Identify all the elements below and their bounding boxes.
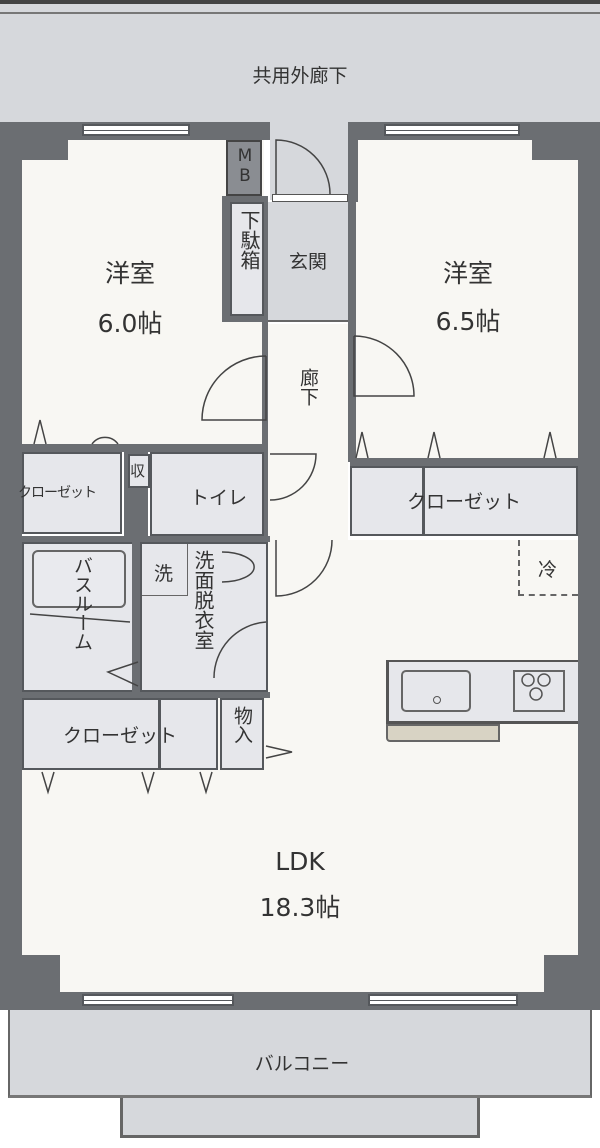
meter-box: MB	[226, 140, 262, 196]
closet-right: クローゼット	[350, 466, 578, 536]
pillar-bottom-right	[544, 955, 578, 995]
left-room-door-icon	[201, 355, 267, 421]
balcony-bottom	[120, 1098, 480, 1138]
window-top-right	[384, 124, 520, 136]
closet-left-label: クローゼット	[18, 485, 97, 501]
window-top-left	[82, 124, 190, 136]
bath-wall	[132, 542, 140, 692]
storeroom: 物入	[220, 698, 264, 770]
small-storage: 収	[128, 454, 150, 488]
ldk-door-icon	[275, 539, 333, 597]
sink	[401, 670, 471, 712]
storeroom-label: 物入	[231, 706, 253, 744]
washer-space	[142, 544, 188, 596]
window-bottom-right	[368, 994, 518, 1006]
western-room-right-size: 6.5帖	[435, 307, 501, 336]
pillar-bottom-left	[22, 955, 60, 995]
corridor-label: 共用外廊下	[252, 65, 348, 87]
closet-bottom-label: クローゼット	[62, 725, 177, 747]
fridge-space: 冷	[518, 540, 578, 596]
small-storage-label: 収	[130, 462, 146, 480]
balcony-label: バルコニー	[254, 1053, 350, 1075]
entrance-wall-right	[348, 122, 358, 202]
kitchen-bar	[386, 724, 500, 742]
closet-bottom: クローゼット	[22, 698, 218, 770]
ldk-name: LDK	[275, 847, 325, 876]
hallway-wall-right	[348, 200, 356, 462]
washroom: 洗 洗面脱衣室	[140, 542, 268, 692]
entrance-label: 玄関	[288, 251, 327, 273]
pillar-top-right	[532, 140, 578, 160]
toilet-door-icon	[269, 453, 317, 501]
wall-mid-right	[350, 458, 578, 466]
ldk-size: 18.3帖	[259, 893, 341, 922]
western-room-right-name: 洋室	[442, 259, 493, 288]
fridge-label: 冷	[538, 559, 558, 581]
balcony: バルコニー	[8, 1010, 592, 1098]
common-corridor: 共用外廊下	[0, 0, 600, 122]
outer-wall-right	[578, 122, 600, 1010]
kitchen-counter	[386, 660, 578, 724]
bathtub	[32, 550, 126, 608]
closet-bottom-wall	[22, 692, 270, 698]
outer-wall-left	[0, 122, 22, 1010]
shoe-box: 下駄箱	[230, 202, 264, 316]
western-room-left-name: 洋室	[104, 259, 155, 288]
hallway	[268, 324, 348, 540]
closet-left: クローゼット	[18, 452, 122, 534]
closet-right-label: クローゼット	[406, 491, 521, 513]
pillar-top-left	[22, 140, 68, 160]
toilet: トイレ	[150, 452, 264, 536]
wall-mid-left	[22, 444, 266, 452]
shoe-box-label: 下駄箱	[237, 210, 261, 270]
meter-box-label: MB	[235, 146, 255, 186]
entrance: 玄関	[268, 202, 348, 322]
bathroom: バスルーム	[22, 542, 136, 692]
front-door-icon	[275, 139, 331, 195]
wet-area-wall	[22, 536, 270, 542]
washroom-label: 洗面脱衣室	[191, 550, 215, 650]
closet-fold-door-icon	[33, 419, 47, 445]
stove	[513, 670, 565, 712]
bathroom-label: バスルーム	[71, 556, 93, 651]
front-door-threshold	[272, 194, 348, 202]
window-bottom-left	[82, 994, 234, 1006]
hallway-label: 廊下	[297, 368, 319, 406]
western-room-left-size: 6.0帖	[97, 309, 163, 338]
toilet-label: トイレ	[190, 487, 248, 509]
washer-label: 洗	[154, 563, 174, 585]
right-room-door-icon	[353, 335, 415, 397]
washroom-door-icon	[213, 621, 267, 679]
western-room-right	[356, 140, 578, 460]
hallway-wall-left	[262, 320, 268, 542]
entrance-outside	[270, 122, 348, 200]
